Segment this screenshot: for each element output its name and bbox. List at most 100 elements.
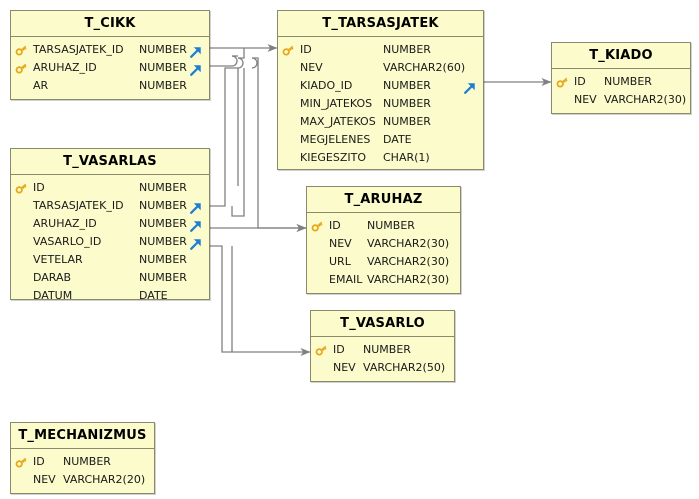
column-icon-none	[11, 471, 31, 489]
column-row[interactable]: MAX_JATEKOS NUMBER	[278, 113, 483, 131]
column-type: NUMBER	[363, 343, 411, 356]
column-type: NUMBER	[139, 61, 187, 74]
table-t_mechanizmus[interactable]: T_MECHANIZMUS ID NUMBER NEV VARCHAR2(20)	[10, 422, 155, 494]
fk-arrow-icon	[189, 235, 203, 250]
column-row[interactable]: URL VARCHAR2(30)	[307, 253, 460, 271]
column-name: URL	[329, 255, 351, 268]
table-title-t_vasarlas: T_VASARLAS	[11, 149, 209, 175]
column-icon-none	[307, 253, 327, 271]
column-row[interactable]: ARUHAZ_ID NUMBER	[11, 59, 209, 77]
key-icon	[11, 179, 31, 197]
column-name: DARAB	[33, 271, 72, 284]
column-name: ID	[333, 343, 345, 356]
column-icon-none	[307, 235, 327, 253]
column-icon-none	[11, 215, 31, 233]
column-icon-none	[552, 91, 572, 109]
column-icon-none	[307, 271, 327, 289]
key-icon	[11, 41, 31, 59]
connector-bus-aruhaz	[231, 68, 245, 217]
column-row[interactable]: ID NUMBER	[311, 341, 454, 359]
column-icon-none	[278, 77, 298, 95]
connector-vasarlas-tarsasjatek	[210, 48, 245, 207]
column-name: NEV	[33, 473, 56, 486]
fk-arrow-icon	[463, 79, 477, 94]
key-icon	[552, 73, 572, 91]
column-type: NUMBER	[383, 115, 431, 128]
column-type: VARCHAR2(30)	[367, 255, 450, 268]
key-icon	[11, 453, 31, 471]
column-row[interactable]: DARAB NUMBER	[11, 269, 209, 287]
column-icon-none	[278, 149, 298, 167]
fk-arrow-icon	[189, 199, 203, 214]
column-row[interactable]: ID NUMBER	[11, 453, 154, 471]
column-type: NUMBER	[63, 455, 111, 468]
column-name: ID	[33, 181, 45, 194]
column-icon-none	[11, 269, 31, 287]
column-type: NUMBER	[139, 253, 187, 266]
column-name: VETELAR	[33, 253, 83, 266]
table-title-t_vasarlo: T_VASARLO	[311, 311, 454, 337]
column-row[interactable]: ID NUMBER	[11, 179, 209, 197]
column-type: NUMBER	[139, 217, 187, 230]
column-row[interactable]: KIEGESZITO CHAR(1)	[278, 149, 483, 167]
column-name: ARUHAZ_ID	[33, 61, 97, 74]
column-type: NUMBER	[367, 219, 415, 232]
column-row[interactable]: NEV VARCHAR2(20)	[11, 471, 154, 489]
column-type: VARCHAR2(30)	[367, 237, 450, 250]
table-title-t_tarsasjatek: T_TARSASJATEK	[278, 11, 483, 37]
column-type: NUMBER	[139, 181, 187, 194]
fk-arrow-icon	[189, 43, 203, 58]
column-type: NUMBER	[139, 271, 187, 284]
column-icon-none	[278, 59, 298, 77]
table-title-t_mechanizmus: T_MECHANIZMUS	[11, 423, 154, 449]
column-type: DATE	[139, 289, 168, 302]
column-icon-none	[278, 113, 298, 131]
column-name: KIEGESZITO	[300, 151, 367, 164]
table-columns-t_mechanizmus: ID NUMBER NEV VARCHAR2(20)	[11, 449, 154, 494]
column-row[interactable]: NEV VARCHAR2(30)	[552, 91, 690, 109]
column-name: NEV	[574, 93, 597, 106]
column-row[interactable]: VETELAR NUMBER	[11, 251, 209, 269]
column-type: NUMBER	[383, 43, 431, 56]
column-name: EMAIL	[329, 273, 363, 286]
column-name: MAX_JATEKOS	[300, 115, 376, 128]
table-title-t_kiado: T_KIADO	[552, 43, 690, 69]
column-name: ID	[329, 219, 341, 232]
column-icon-none	[11, 251, 31, 269]
column-name: TARSASJATEK_ID	[33, 199, 124, 212]
column-type: CHAR(1)	[383, 151, 430, 164]
column-row[interactable]: ID NUMBER	[307, 217, 460, 235]
column-type: VARCHAR2(60)	[383, 61, 466, 74]
column-name: NEV	[329, 237, 352, 250]
column-type: VARCHAR2(50)	[363, 361, 446, 374]
column-type: VARCHAR2(20)	[63, 473, 146, 486]
column-type: VARCHAR2(30)	[604, 93, 687, 106]
column-name: ID	[33, 455, 45, 468]
column-row[interactable]: NEV VARCHAR2(30)	[307, 235, 460, 253]
column-icon-none	[11, 77, 31, 95]
column-type: NUMBER	[383, 79, 431, 92]
